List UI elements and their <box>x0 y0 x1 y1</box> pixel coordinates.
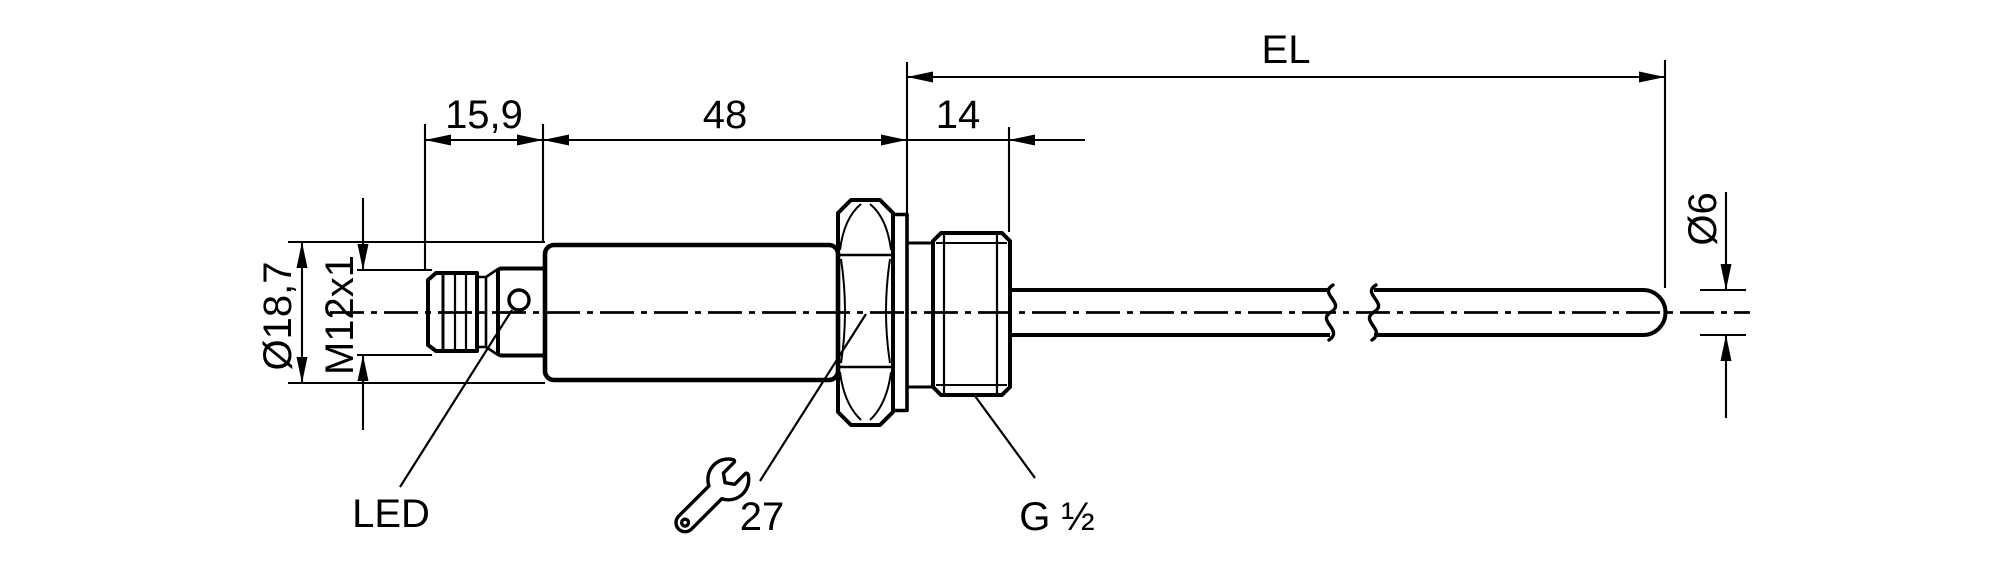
dim-connector-thread: M12x1 <box>318 198 369 430</box>
leader-g-half <box>974 395 1036 479</box>
arrowhead <box>425 134 451 146</box>
dim-probe-diameter-label: Ø6 <box>1681 192 1725 245</box>
hex-nut <box>836 198 895 427</box>
dim-thread-length-label: 14 <box>936 93 981 137</box>
ext-lines-connector-thread <box>357 268 432 357</box>
arrowhead <box>1639 71 1665 83</box>
arrowhead <box>907 71 933 83</box>
leader-led <box>399 309 513 488</box>
arrowhead <box>1009 134 1035 146</box>
thread-neck <box>907 241 935 389</box>
sensor-outline <box>426 198 1668 427</box>
probe-tube-segment-1 <box>1010 283 1338 342</box>
leader-lines <box>399 309 1036 488</box>
tube-break-line-right <box>1367 283 1381 342</box>
wrench-icon <box>674 457 751 534</box>
leader-wrench <box>759 313 867 482</box>
probe-tip <box>1642 288 1668 337</box>
ext-lines-probe-diameter <box>1700 288 1746 337</box>
arrowhead <box>1720 264 1732 290</box>
m12-connector <box>426 267 499 357</box>
dim-housing-length-label: 48 <box>703 93 748 137</box>
dim-housing-diameter: Ø18,7 <box>256 242 308 383</box>
extension-lines <box>288 60 1746 385</box>
dim-connector-length: 15,9 <box>425 93 543 146</box>
arrowhead <box>357 244 369 270</box>
arrowhead <box>517 134 543 146</box>
dim-housing-diameter-label: Ø18,7 <box>256 262 300 371</box>
flange <box>891 212 909 413</box>
arrowhead <box>543 134 569 146</box>
dim-thread-length: 14 <box>907 93 1085 146</box>
wrench-size-label: 27 <box>740 495 785 539</box>
dim-probe-diameter: Ø6 <box>1681 192 1732 418</box>
arrowhead <box>881 134 907 146</box>
led-indicator <box>507 288 531 312</box>
wrench-size-callout: 27 <box>674 457 785 539</box>
g-half-thread <box>931 231 1012 397</box>
dim-connector-length-label: 15,9 <box>445 93 523 137</box>
dim-probe-length-label: EL <box>1262 28 1311 72</box>
arrowhead <box>357 355 369 381</box>
arrowhead <box>296 242 308 268</box>
dim-connector-thread-label: M12x1 <box>318 255 362 375</box>
probe-tube-segment-2 <box>1367 283 1668 342</box>
dim-housing-length: 48 <box>543 93 907 146</box>
ext-lines-housing-diameter <box>288 240 545 385</box>
led-label: LED <box>352 492 430 536</box>
tube-break-line-left <box>1324 283 1338 342</box>
dim-probe-length: EL <box>907 28 1665 83</box>
arrowhead <box>1720 335 1732 361</box>
arrowhead <box>296 357 308 383</box>
process-connection-label: G ½ <box>1019 495 1095 539</box>
